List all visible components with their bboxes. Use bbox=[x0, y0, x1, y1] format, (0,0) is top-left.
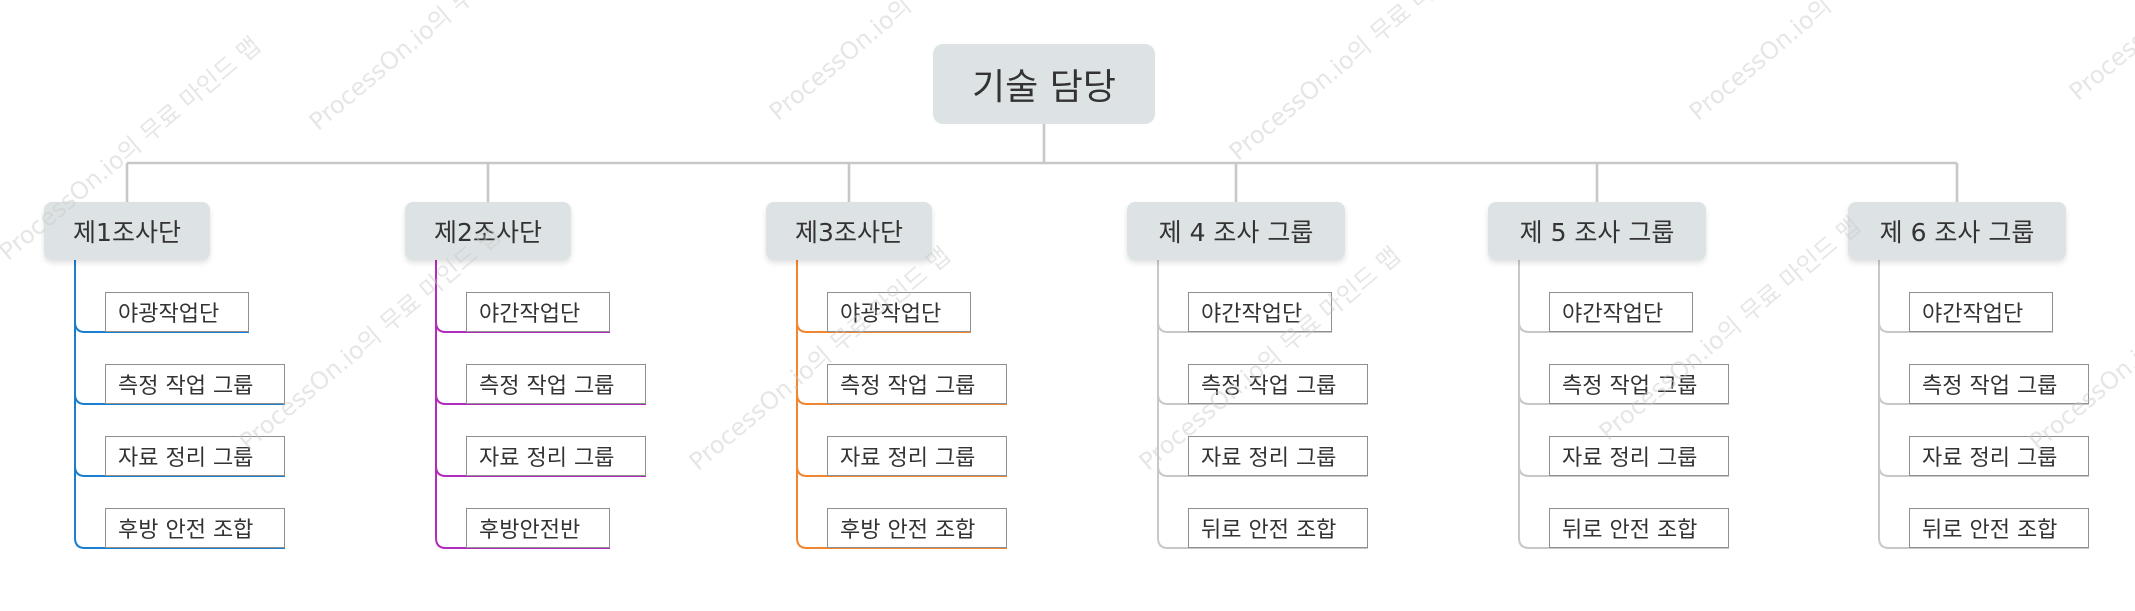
subgroup-connector bbox=[1518, 260, 1729, 549]
subgroup-node[interactable]: 자료 정리 그룹 bbox=[827, 436, 1007, 476]
team-node[interactable]: 제3조사단 bbox=[766, 202, 932, 260]
subgroup-node[interactable]: 측정 작업 그룹 bbox=[105, 364, 285, 404]
subgroup-node[interactable]: 뒤로 안전 조합 bbox=[1909, 508, 2089, 548]
subgroup-connector bbox=[1878, 260, 2089, 549]
subgroup-node[interactable]: 뒤로 안전 조합 bbox=[1549, 508, 1729, 548]
subgroup-node[interactable]: 야광작업단 bbox=[105, 292, 249, 332]
subgroup-connector bbox=[796, 260, 1007, 549]
subgroup-node[interactable]: 야간작업단 bbox=[466, 292, 610, 332]
subgroup-node[interactable]: 야간작업단 bbox=[1909, 292, 2053, 332]
subgroup-node[interactable]: 야간작업단 bbox=[1549, 292, 1693, 332]
subgroup-node[interactable]: 측정 작업 그룹 bbox=[1909, 364, 2089, 404]
team-node[interactable]: 제1조사단 bbox=[44, 202, 210, 260]
subgroup-node[interactable]: 야간작업단 bbox=[1188, 292, 1332, 332]
subgroup-node[interactable]: 측정 작업 그룹 bbox=[1549, 364, 1729, 404]
subgroup-connector bbox=[1157, 260, 1368, 549]
subgroup-node[interactable]: 후방 안전 조합 bbox=[105, 508, 285, 548]
subgroup-node[interactable]: 측정 작업 그룹 bbox=[827, 364, 1007, 404]
subgroup-node[interactable]: 측정 작업 그룹 bbox=[466, 364, 646, 404]
team-node[interactable]: 제 4 조사 그룹 bbox=[1127, 202, 1345, 260]
subgroup-node[interactable]: 후방 안전 조합 bbox=[827, 508, 1007, 548]
team-node[interactable]: 제 5 조사 그룹 bbox=[1488, 202, 1706, 260]
subgroup-node[interactable]: 측정 작업 그룹 bbox=[1188, 364, 1368, 404]
team-node[interactable]: 제2조사단 bbox=[405, 202, 571, 260]
subgroup-node[interactable]: 자료 정리 그룹 bbox=[466, 436, 646, 476]
subgroup-node[interactable]: 자료 정리 그룹 bbox=[1909, 436, 2089, 476]
subgroup-node[interactable]: 자료 정리 그룹 bbox=[1549, 436, 1729, 476]
subgroup-node[interactable]: 뒤로 안전 조합 bbox=[1188, 508, 1368, 548]
subgroup-node[interactable]: 야광작업단 bbox=[827, 292, 971, 332]
root-node[interactable]: 기술 담당 bbox=[933, 44, 1155, 124]
subgroup-node[interactable]: 자료 정리 그룹 bbox=[1188, 436, 1368, 476]
team-node[interactable]: 제 6 조사 그룹 bbox=[1848, 202, 2066, 260]
subgroup-connector bbox=[435, 260, 610, 549]
subgroup-node[interactable]: 후방안전반 bbox=[466, 508, 610, 548]
subgroup-node[interactable]: 자료 정리 그룹 bbox=[105, 436, 285, 476]
subgroup-connector bbox=[74, 260, 285, 549]
